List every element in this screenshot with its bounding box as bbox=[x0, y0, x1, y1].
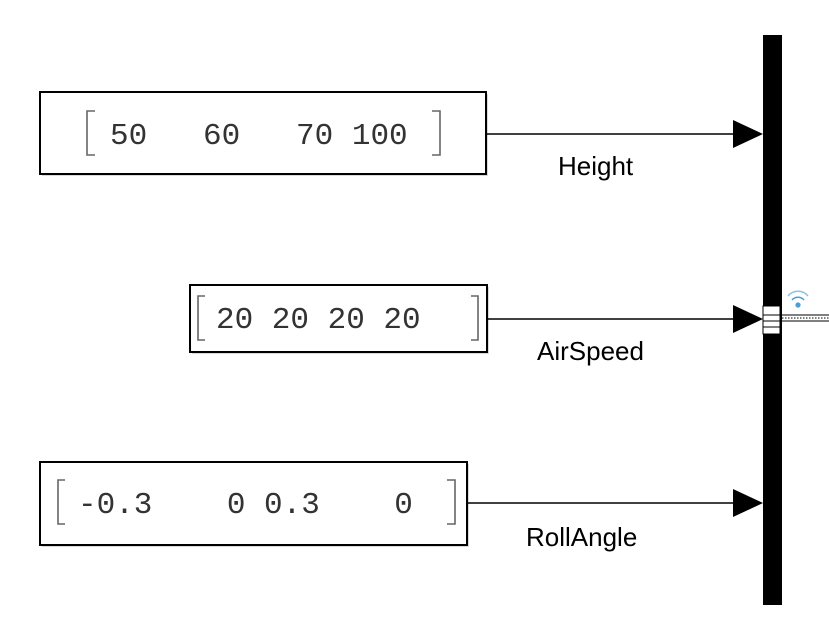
airspeed-arrowhead bbox=[733, 305, 763, 333]
airspeed-signal-label: AirSpeed bbox=[537, 336, 644, 366]
height-constant-value: 50 60 70 100 bbox=[110, 119, 408, 154]
output-bus-line[interactable] bbox=[782, 314, 829, 322]
left-bracket bbox=[197, 295, 205, 341]
airspeed-constant-block[interactable]: 20 20 20 20 bbox=[189, 284, 489, 354]
height-signal-line[interactable] bbox=[487, 120, 763, 148]
height-constant-block[interactable]: 50 60 70 100 bbox=[39, 91, 488, 176]
height-arrowhead bbox=[733, 120, 763, 148]
left-bracket bbox=[57, 479, 65, 525]
airspeed-signal-line[interactable] bbox=[488, 305, 763, 333]
wifi-stream-icon bbox=[787, 290, 809, 308]
right-bracket bbox=[447, 479, 456, 525]
height-signal-label: Height bbox=[558, 151, 634, 181]
rollangle-signal-label: RollAngle bbox=[526, 522, 637, 552]
right-bracket bbox=[432, 110, 441, 156]
airspeed-constant-value: 20 20 20 20 bbox=[216, 303, 421, 338]
rollangle-arrowhead bbox=[733, 489, 763, 517]
rollangle-constant-value: -0.3 0 0.3 0 bbox=[78, 488, 413, 523]
left-bracket bbox=[86, 110, 95, 156]
rollangle-signal-line[interactable] bbox=[468, 489, 763, 517]
right-bracket bbox=[471, 295, 479, 341]
signal-logging-badge[interactable] bbox=[762, 305, 781, 335]
rollangle-constant-block[interactable]: -0.3 0 0.3 0 bbox=[39, 461, 469, 547]
